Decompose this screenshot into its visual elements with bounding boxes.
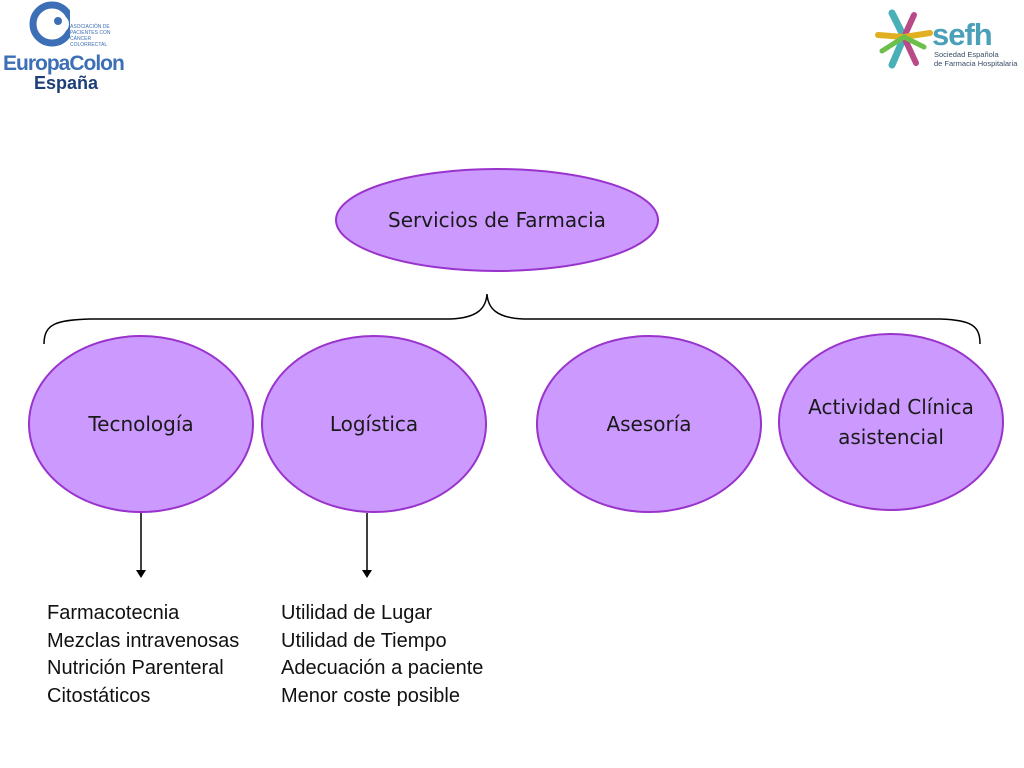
asesoria-label: Asesoría — [538, 336, 760, 512]
list-item: Mezclas intravenosas — [47, 629, 240, 652]
sefh-emblem-icon — [875, 9, 933, 69]
arrow-logistica-head — [362, 570, 372, 578]
list-item: Utilidad de Lugar — [281, 602, 433, 624]
root-node — [335, 168, 659, 272]
root-node-text: Servicios de Farmacia — [388, 208, 606, 232]
list-item: Nutrición Parenteral — [47, 657, 224, 679]
europacolon-logo: ASOCIACIÓN DE PACIENTES CON CÁNCER COLOR… — [0, 0, 125, 100]
list-item: Utilidad de Tiempo — [281, 629, 447, 652]
logistica-list: Utilidad de Lugar Utilidad de Tiempo Ade… — [281, 600, 483, 710]
node-logistica — [261, 335, 487, 513]
node-tecnologia — [28, 335, 254, 513]
asesoria-text: Asesoría — [606, 412, 692, 436]
grouping-brace — [43, 293, 981, 345]
sefh-description-line2: de Farmacia Hospitalaria — [934, 59, 1018, 68]
tecnologia-text: Tecnología — [88, 412, 194, 436]
logistica-label: Logística — [263, 336, 485, 512]
sefh-wordmark: sefh — [932, 17, 993, 52]
actividad-clinica-label: Actividad Clínica asistencial — [780, 334, 1002, 510]
list-item: Menor coste posible — [281, 684, 460, 707]
sefh-description-line1: Sociedad Española — [934, 50, 999, 59]
europacolon-country: España — [34, 73, 99, 93]
sefh-logo: sefh Sociedad Española de Farmacia Hospi… — [870, 5, 1020, 75]
actividad-clinica-text-line1: Actividad Clínica — [808, 395, 974, 419]
tecnologia-list: Farmacotecnia Mezclas intravenosas Nutri… — [47, 600, 239, 710]
logistica-text: Logística — [329, 412, 419, 436]
tecnologia-label: Tecnología — [30, 336, 252, 512]
arrow-tecnologia-head — [136, 570, 146, 578]
europacolon-emblem-icon — [29, 1, 70, 47]
node-asesoria — [536, 335, 762, 513]
sefh-description: Sociedad Española de Farmacia Hospitalar… — [934, 50, 1024, 68]
list-item: Farmacotecnia — [47, 602, 180, 624]
list-item: Adecuación a paciente — [281, 657, 484, 679]
root-node-label: Servicios de Farmacia — [337, 170, 657, 270]
actividad-clinica-text-line2: asistencial — [838, 425, 944, 449]
list-item: Citostáticos — [47, 684, 151, 707]
europacolon-wordmark: EuropaColon — [3, 52, 125, 75]
europacolon-tagline: ASOCIACIÓN DE PACIENTES CON CÁNCER COLOR… — [70, 24, 111, 48]
node-actividad-clinica — [778, 333, 1004, 511]
